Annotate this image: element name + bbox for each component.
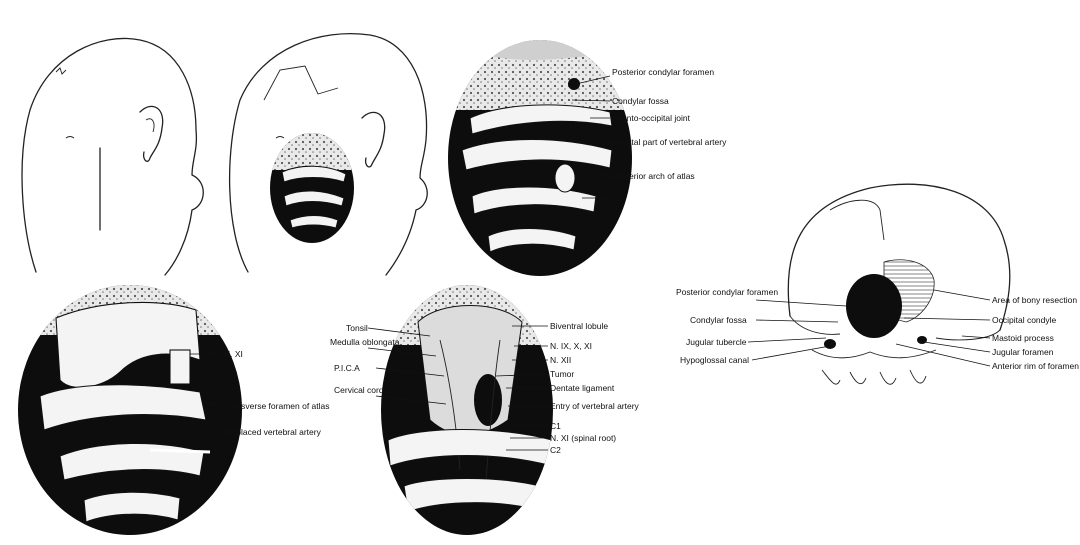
svg-text:Atlantal part of vertebral art: Atlantal part of vertebral artery (612, 137, 727, 147)
svg-text:Condylar fossa: Condylar fossa (612, 96, 669, 106)
svg-text:Jugular foramen: Jugular foramen (992, 347, 1054, 357)
skull-base-panel: Posterior condylar foramen Condylar foss… (676, 183, 1080, 385)
label-dentate-ligament: Dentate ligament (550, 383, 615, 393)
foramen-magnum (846, 274, 902, 338)
label-n-xi: N. XI (224, 349, 243, 359)
svg-text:Posterior arch of atlas: Posterior arch of atlas (612, 171, 695, 181)
label-hypoglossal-canal: Hypoglossal canal (680, 355, 749, 365)
svg-text:Entry of vertebral artery: Entry of vertebral artery (550, 401, 640, 411)
svg-text:P.I.C.A: P.I.C.A (334, 363, 360, 373)
bottom-left-labels: N. XI Transverse foramen of atlas Displa… (190, 349, 330, 437)
head-outline (21, 37, 204, 276)
svg-text:Anterior rim of foramen magnum: Anterior rim of foramen magnum (992, 361, 1080, 371)
label-atlantal-part-vertebral-artery: Atlantal part of vertebral artery (612, 137, 727, 147)
label-tumor: Tumor (550, 369, 574, 379)
svg-text:N. IX, X, XI: N. IX, X, XI (550, 341, 592, 351)
label-cervical-cord: Cervical cord (334, 385, 384, 395)
svg-text:N. XI: N. XI (224, 349, 243, 359)
bottom-middle-right-labels: Biventral lobule N. IX, X, XI N. XII Tum… (495, 321, 640, 455)
label-posterior-condylar-foramen: Posterior condylar foramen (612, 67, 714, 77)
label-pica: P.I.C.A (334, 363, 360, 373)
skull-right-labels: Area of bony resection Occipital condyle… (895, 289, 1080, 371)
svg-text:Atlanto-occipital joint: Atlanto-occipital joint (612, 113, 691, 123)
label-skull-posterior-condylar-foramen: Posterior condylar foramen (676, 287, 778, 297)
label-c2-bottom: C2 (550, 445, 561, 455)
svg-text:Medulla oblongata: Medulla oblongata (330, 337, 400, 347)
label-area-bony-resection: Area of bony resection (992, 295, 1077, 305)
label-medulla-oblongata: Medulla oblongata (330, 337, 400, 347)
label-c1: C1 (550, 421, 561, 431)
label-jugular-foramen: Jugular foramen (992, 347, 1054, 357)
label-condylar-fossa: Condylar fossa (612, 96, 669, 106)
suboccipital-dissection-panel: Posterior condylar foramen Condylar foss… (448, 40, 727, 276)
svg-text:Cervical cord: Cervical cord (334, 385, 384, 395)
vertebral-artery-panel: N. XI Transverse foramen of atlas Displa… (18, 285, 330, 535)
label-displaced-vertebral-artery: Displaced vertebral artery (224, 427, 322, 437)
svg-text:Tonsil: Tonsil (346, 323, 368, 333)
svg-text:N. XI (spinal root): N. XI (spinal root) (550, 433, 616, 443)
label-c2: C2 (612, 193, 623, 203)
skull-left-labels: Posterior condylar foramen Condylar foss… (676, 287, 847, 365)
svg-text:Hypoglossal canal: Hypoglossal canal (680, 355, 749, 365)
head-incision-panel (21, 37, 204, 276)
svg-text:Area of bony resection: Area of bony resection (992, 295, 1077, 305)
ear-outline (139, 105, 164, 162)
label-entry-vertebral-artery: Entry of vertebral artery (550, 401, 640, 411)
svg-text:C2: C2 (550, 445, 561, 455)
svg-text:Dentate ligament: Dentate ligament (550, 383, 615, 393)
label-occipital-condyle: Occipital condyle (992, 315, 1057, 325)
label-anterior-rim-foramen-magnum: Anterior rim of foramen magnum (992, 361, 1080, 371)
svg-text:Transverse foramen of atlas: Transverse foramen of atlas (224, 401, 330, 411)
label-mastoid-process: Mastoid process (992, 333, 1054, 343)
svg-text:Tumor: Tumor (550, 369, 574, 379)
svg-text:Posterior condylar foramen: Posterior condylar foramen (676, 287, 778, 297)
label-transverse-foramen-atlas: Transverse foramen of atlas (224, 401, 330, 411)
intradural-panel: Tonsil Medulla oblongata P.I.C.A Cervica… (330, 285, 640, 535)
label-posterior-arch-atlas: Posterior arch of atlas (612, 171, 695, 181)
svg-text:Mastoid process: Mastoid process (992, 333, 1054, 343)
head-exposure-panel (228, 33, 428, 276)
svg-text:C2: C2 (612, 193, 623, 203)
svg-text:Biventral lobule: Biventral lobule (550, 321, 608, 331)
label-n-xi-spinal-root: N. XI (spinal root) (550, 433, 616, 443)
skull-outline (787, 183, 1011, 331)
label-n-ix-x-xi: N. IX, X, XI (550, 341, 592, 351)
label-n-xii: N. XII (550, 355, 571, 365)
svg-text:Condylar fossa: Condylar fossa (690, 315, 747, 325)
top-right-labels: Posterior condylar foramen Condylar foss… (571, 67, 727, 203)
svg-text:Posterior condylar foramen: Posterior condylar foramen (612, 67, 714, 77)
svg-text:Occipital condyle: Occipital condyle (992, 315, 1057, 325)
label-jugular-tubercle: Jugular tubercle (686, 337, 747, 347)
label-skull-condylar-fossa: Condylar fossa (690, 315, 747, 325)
svg-text:Jugular tubercle: Jugular tubercle (686, 337, 747, 347)
label-atlanto-occipital-joint: Atlanto-occipital joint (612, 113, 691, 123)
svg-text:C1: C1 (550, 421, 561, 431)
label-tonsil: Tonsil (346, 323, 368, 333)
svg-text:Displaced vertebral artery: Displaced vertebral artery (224, 427, 322, 437)
label-biventral-lobule: Biventral lobule (550, 321, 608, 331)
svg-text:N. XII: N. XII (550, 355, 571, 365)
bottom-middle-left-labels: Tonsil Medulla oblongata P.I.C.A Cervica… (330, 323, 447, 405)
